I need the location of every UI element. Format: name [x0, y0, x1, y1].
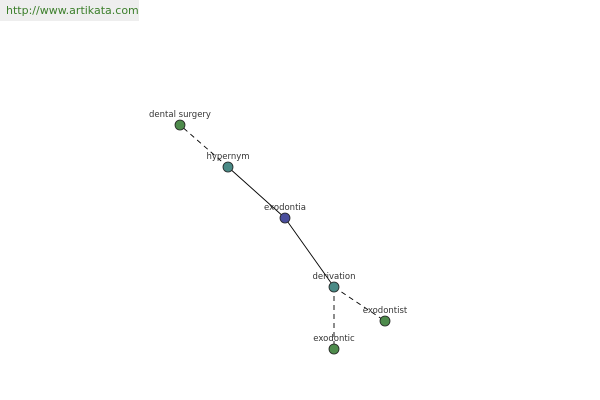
graph-edges	[179, 124, 386, 349]
edge-derivation-exodontist	[333, 286, 386, 322]
node-hypernym[interactable]: hypernym	[206, 152, 250, 173]
node-label-exodontic: exodontic	[313, 334, 355, 344]
node-circle-exodontist[interactable]	[379, 315, 391, 327]
node-exodontist[interactable]: exodontist	[363, 306, 408, 327]
node-label-exodontia: exodontia	[264, 203, 306, 213]
node-derivation[interactable]: derivation	[312, 272, 356, 293]
node-label-hypernym: hypernym	[206, 152, 249, 162]
node-circle-derivation[interactable]	[328, 281, 340, 293]
site-url-bar: http://www.artikata.com	[0, 0, 139, 21]
node-label-dental-surgery: dental surgery	[149, 110, 211, 120]
site-url-link[interactable]: http://www.artikata.com	[6, 4, 139, 17]
node-dental-surgery[interactable]: dental surgery	[149, 110, 211, 131]
node-circle-exodontia[interactable]	[279, 212, 291, 224]
node-circle-exodontic[interactable]	[328, 343, 340, 355]
edge-exodontia-hypernym	[227, 166, 286, 219]
edge-exodontia-derivation	[284, 217, 335, 288]
edge-hypernym-dental_surgery	[179, 124, 229, 168]
graph-nodes: exodontia hypernym derivation dental surger…	[149, 110, 408, 355]
node-circle-dental-surgery[interactable]	[174, 119, 186, 131]
node-circle-hypernym[interactable]	[222, 161, 234, 173]
node-label-derivation: derivation	[312, 272, 355, 282]
node-exodontia[interactable]: exodontia	[264, 203, 306, 224]
node-exodontic[interactable]: exodontic	[313, 334, 355, 355]
node-label-exodontist: exodontist	[363, 306, 408, 316]
